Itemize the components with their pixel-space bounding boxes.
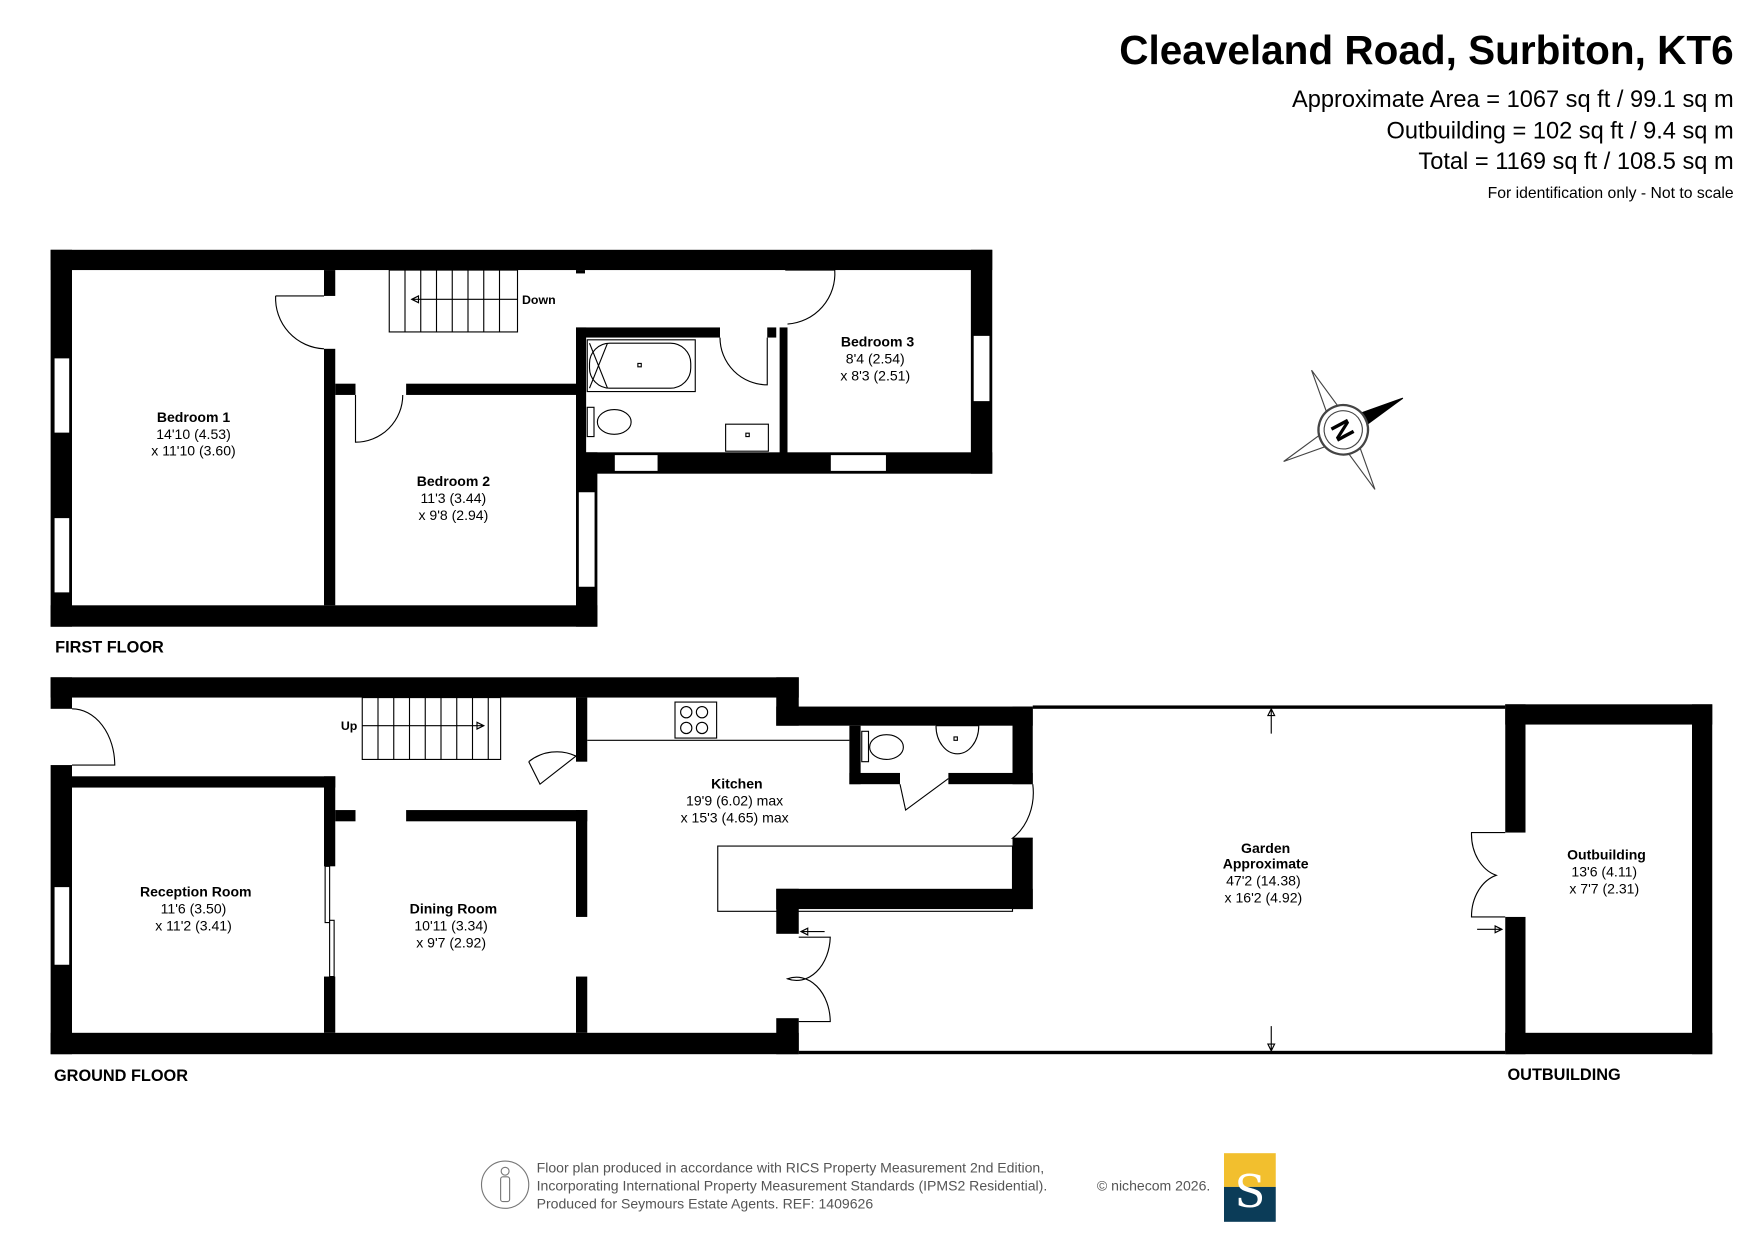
window (53, 886, 71, 966)
room-dimension: 11'3 (3.44) (421, 490, 487, 506)
window (972, 334, 991, 403)
sliding-door (324, 865, 331, 924)
room-dimension: x 15'3 (4.65) max (681, 809, 789, 825)
area-line: Approximate Area = 1067 sq ft / 99.1 sq … (1292, 87, 1734, 113)
room-dimension: x 9'8 (2.94) (418, 507, 488, 523)
hob-icon (674, 701, 718, 739)
ground-floor-plan: Up Reception Room 11'6 (3.50) x 11'2 (3.… (50, 677, 1713, 1085)
room-dimension: x 16'2 (4.92) (1225, 889, 1303, 905)
room-name: Outbuilding (1567, 847, 1646, 863)
room-dimension: x 9'7 (2.92) (416, 934, 486, 950)
seymours-logo: S (1224, 1153, 1276, 1222)
stairs-label: Up (341, 719, 358, 733)
footer-line: Incorporating International Property Mea… (537, 1177, 1048, 1193)
room-dimension: 10'11 (3.34) (414, 917, 488, 933)
page-title: Cleaveland Road, Surbiton, KT6 (1119, 27, 1733, 73)
disclaimer: For identification only - Not to scale (1488, 185, 1734, 202)
sliding-door (329, 919, 335, 978)
area-line: Total = 1169 sq ft / 108.5 sq m (1418, 149, 1733, 175)
toilet-icon (861, 730, 904, 763)
toilet-icon (586, 406, 632, 438)
window (53, 357, 71, 434)
logo-letter: S (1234, 1165, 1265, 1218)
outbuilding-plan (1470, 704, 1713, 1055)
compass-icon: N (1283, 369, 1404, 490)
room-name: Garden (1241, 840, 1290, 856)
room-dimension: 13'6 (4.11) (1571, 863, 1637, 879)
room-name: Bedroom 2 (417, 473, 491, 489)
window (577, 491, 596, 588)
footer-line: Floor plan produced in accordance with R… (537, 1159, 1045, 1175)
stairs (388, 269, 519, 333)
room-name: Approximate (1223, 856, 1309, 872)
room-name: Reception Room (140, 884, 252, 900)
room-name: Kitchen (711, 776, 763, 792)
room-dimension: x 8'3 (2.51) (840, 367, 910, 383)
room-dimension: x 7'7 (2.31) (1569, 880, 1639, 896)
stairs-label: Down (522, 293, 556, 307)
room-dimension: 47'2 (14.38) (1226, 872, 1301, 888)
person-icon (480, 1160, 530, 1209)
room-dimension: 11'6 (3.50) (161, 901, 227, 917)
room-name: Bedroom 1 (157, 409, 231, 425)
footer-line: Produced for Seymours Estate Agents. REF… (537, 1195, 874, 1211)
window (829, 454, 888, 472)
room-dimension: 19'9 (6.02) max (686, 793, 783, 809)
sink-icon (725, 423, 769, 452)
room-dimension: 14'10 (4.53) (156, 426, 231, 442)
window (613, 454, 659, 472)
header: Cleaveland Road, Surbiton, KT6 Approxima… (1119, 27, 1734, 202)
first-floor-plan: Down Bedroom 1 14'10 (4.53) x 11'10 (3.6… (50, 249, 993, 657)
floor-label: FIRST FLOOR (55, 639, 164, 657)
area-line: Outbuilding = 102 sq ft / 9.4 sq m (1386, 118, 1733, 144)
room-dimension: 8'4 (2.54) (846, 350, 905, 366)
room-dimension: x 11'10 (3.60) (151, 443, 235, 459)
footer: Floor plan produced in accordance with R… (480, 1153, 1276, 1222)
floor-label: GROUND FLOOR (54, 1067, 188, 1085)
sink-icon (935, 725, 980, 755)
floor-label: OUTBUILDING (1508, 1066, 1621, 1084)
room-dimension: x 11'2 (3.41) (155, 917, 232, 933)
window (53, 517, 71, 594)
room-name: Dining Room (410, 901, 497, 917)
bathtub-icon (586, 339, 696, 393)
copyright: © nichecom 2026. (1097, 1177, 1210, 1193)
room-name: Bedroom 3 (841, 334, 915, 350)
stairs (361, 697, 502, 760)
